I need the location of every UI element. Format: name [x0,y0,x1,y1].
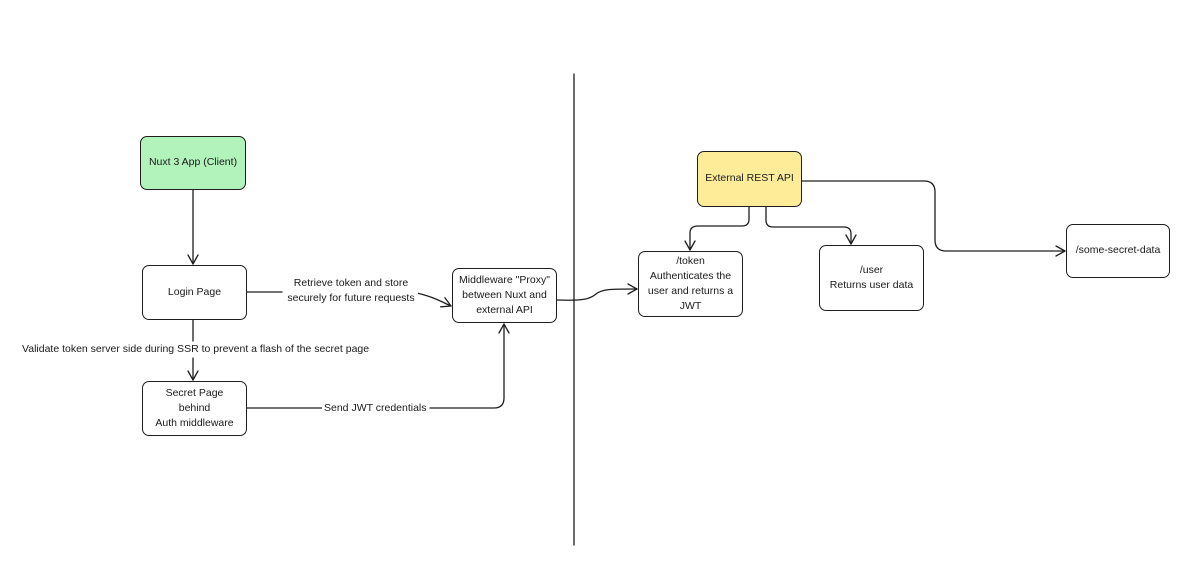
some-secret-data-endpoint-label: /some-secret-data [1075,244,1161,257]
edge-label-retrieve-token: Retrieve token and store securely for fu… [284,276,418,307]
external-rest-api-label: External REST API [705,172,794,185]
login-page-label: Login Page [167,285,222,298]
login-page-node: Login Page [142,265,247,320]
edge-label-validate-token: Validate token server side during SSR to… [20,342,372,358]
edge-label-send-jwt: Send JWT credentials [322,401,429,417]
token-endpoint-label: /token Authenticates the user and return… [647,254,734,313]
external-rest-api-node: External REST API [697,151,802,207]
secret-page-node: Secret Page behind Auth middleware [142,381,247,436]
user-endpoint-node: /user Returns user data [819,245,924,311]
user-endpoint-label: /user Returns user data [829,263,914,291]
middleware-proxy-node: Middleware "Proxy" between Nuxt and exte… [452,268,557,323]
arrow-api-to-user [765,206,857,245]
arrow-proxy-to-token [556,283,638,301]
token-endpoint-node: /token Authenticates the user and return… [638,251,743,317]
arrow-secret-to-proxy [246,324,504,409]
some-secret-data-endpoint-node: /some-secret-data [1066,224,1170,278]
middleware-proxy-label: Middleware "Proxy" between Nuxt and exte… [459,273,550,317]
arrow-api-to-secret-data [801,180,1066,257]
nuxt-app-client-label: Nuxt 3 App (Client) [148,156,238,169]
nuxt-app-client-node: Nuxt 3 App (Client) [140,136,246,190]
secret-page-label: Secret Page behind Auth middleware [155,386,234,430]
arrow-api-to-token [684,206,750,251]
